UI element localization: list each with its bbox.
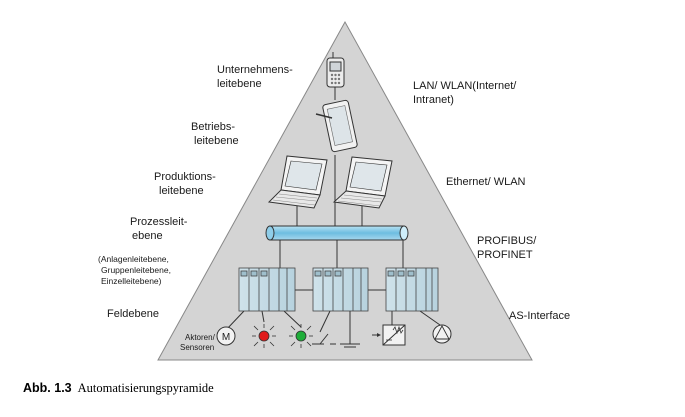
laptop-icon [267,155,328,209]
network-label-line: PROFINET [477,249,533,261]
pump-icon [432,324,452,344]
level-label-operations: Betriebs- leitebene [191,120,239,148]
network-label-line: Intranet) [413,94,454,106]
ground-sensor-icon [340,328,360,348]
level-label-line: leitebene [159,185,204,197]
caption-text: Automatisierungspyramide [77,381,214,395]
tablet-icon [315,99,358,153]
switch-contact-icon [312,333,336,345]
level-label-line: Betriebs- [191,121,236,133]
level-label-line: Prozessleit- [130,216,188,228]
controller-rack-icon [238,267,296,312]
red-indicator-lamp-icon [252,324,276,348]
figure-caption: Abb. 1.3 Automatisierungspyramide [23,381,214,396]
level-label-line: Unternehmens- [217,64,293,76]
network-label-as-interface: AS-Interface [509,310,571,322]
level-label-line: leitebene [194,135,239,147]
field-device-label: Aktoren/ Sensoren [180,333,215,353]
field-device-label-line: Sensoren [180,343,215,352]
phone-icon [326,52,345,88]
connection-lines [225,85,441,333]
network-label-line: LAN/ WLAN(Internet/ [413,80,517,92]
caption-number: Abb. 1.3 [23,381,72,395]
level-label-production: Produktions- leitebene [154,170,216,198]
level-label-process-sub: (Anlagenleitebene, Gruppenleitebene, Ein… [98,254,171,287]
level-label-line: (Anlagenleitebene, [98,254,169,264]
network-label-profibus: PROFIBUS/ PROFINET [477,234,536,262]
controller-rack-icon [312,267,369,312]
motor-symbol: M [222,332,230,343]
network-label-line: PROFIBUS/ [477,235,537,247]
profibus-bus-icon [265,225,409,241]
green-indicator-lamp-icon [289,324,313,348]
level-label-field: Feldebene [107,308,159,320]
level-label-line: leitebene [217,78,262,90]
network-label-lan: LAN/ WLAN(Internet/ Intranet) [413,79,516,107]
level-label-line: Gruppenleitebene, [101,265,171,275]
converter-icon [372,324,406,346]
laptop-icon [332,156,393,209]
controller-rack-icon [385,267,439,312]
network-label-ethernet: Ethernet/ WLAN [446,176,526,188]
field-device-label-line: Aktoren/ [185,333,215,342]
level-label-enterprise: Unternehmens- leitebene [217,63,293,91]
level-label-line: ebene [132,230,163,242]
level-label-line: Produktions- [154,171,216,183]
level-label-process: Prozessleit- ebene [130,215,187,243]
motor-icon: M [216,326,236,346]
level-label-line: Einzelleitebene) [101,276,162,286]
